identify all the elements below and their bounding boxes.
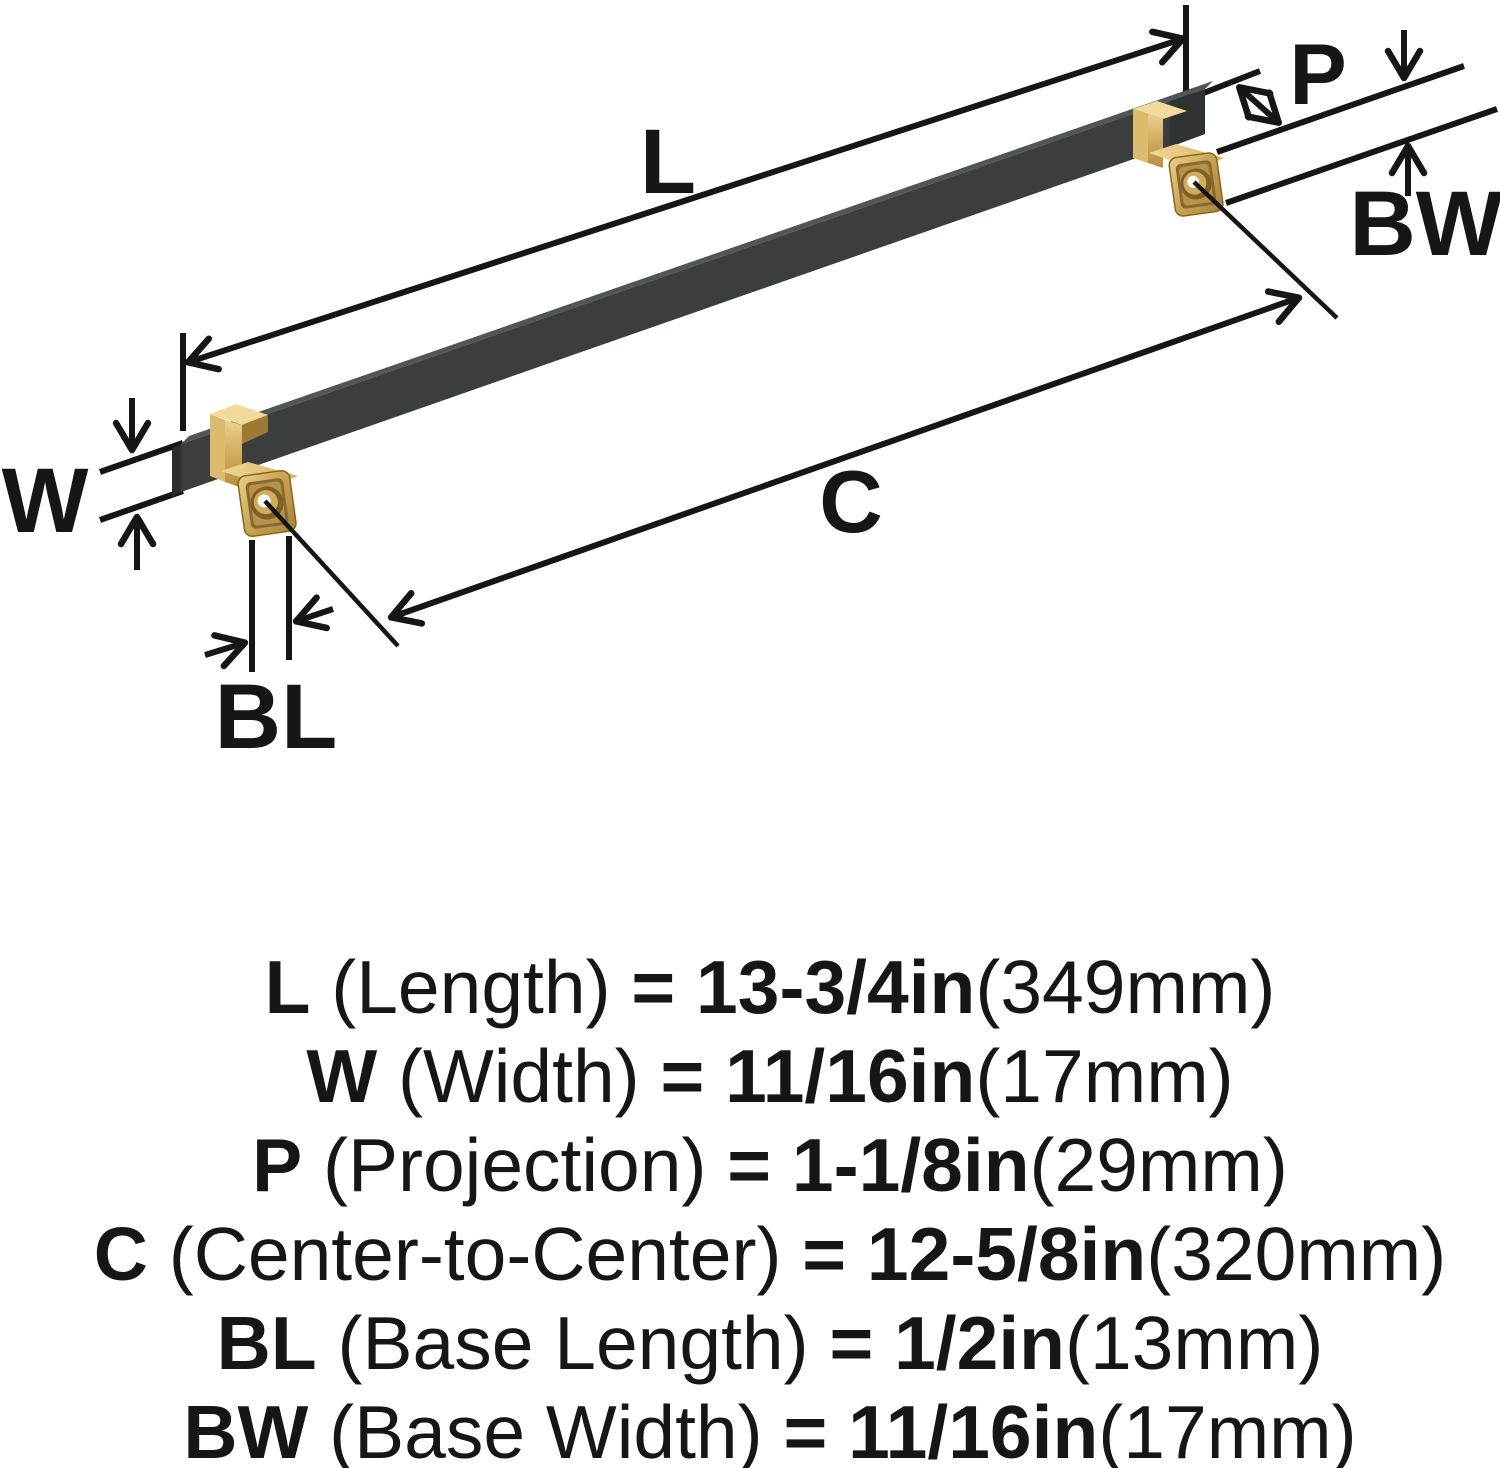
spec-value: = 11/16in xyxy=(660,1034,975,1118)
spec-line-projection: P (Projection) = 1-1/8in(29mm) xyxy=(252,1123,1288,1207)
label-width: W xyxy=(2,450,89,552)
spec-metric: (17mm) xyxy=(975,1034,1233,1118)
label-center-to-center: C xyxy=(819,452,883,551)
bl-arrow-right xyxy=(204,632,249,670)
c-dim-line xyxy=(387,288,1303,627)
spec-symbol: C xyxy=(94,1212,148,1296)
spec-line-base-length: BL (Base Length) = 1/2in(13mm) xyxy=(217,1301,1324,1385)
right-post-front-face xyxy=(1148,114,1163,168)
left-post-side-face xyxy=(210,414,225,482)
c-extension-right xyxy=(1192,180,1339,320)
spec-line-center-to-center: C (Center-to-Center) = 12-5/8in(320mm) xyxy=(94,1212,1447,1296)
spec-symbol: BW xyxy=(183,1390,308,1468)
spec-value: = 12-5/8in xyxy=(802,1212,1146,1296)
left-post-front-face xyxy=(225,420,242,488)
dim-projection xyxy=(1194,68,1282,126)
bl-arrow-left xyxy=(292,594,334,632)
label-length: L xyxy=(640,111,696,213)
left-post-top-face xyxy=(210,404,268,425)
dim-center-to-center xyxy=(263,180,1339,648)
dim-base-length xyxy=(204,536,334,672)
bw-line-bottom xyxy=(1225,106,1498,206)
label-base-width: BW xyxy=(1349,173,1500,275)
spec-value: = 13-3/4in xyxy=(631,945,975,1029)
spec-name: (Base Length) xyxy=(317,1301,830,1385)
spec-metric: (13mm) xyxy=(1065,1301,1323,1385)
spec-line-length: L (Length) = 13-3/4in(349mm) xyxy=(265,945,1276,1029)
spec-metric: (320mm) xyxy=(1146,1212,1446,1296)
spec-symbol: BL xyxy=(217,1301,317,1385)
p-double-arrow xyxy=(1236,84,1282,126)
w-line-top xyxy=(99,440,184,475)
spec-symbol: P xyxy=(252,1123,302,1207)
spec-name: (Projection) xyxy=(302,1123,727,1207)
spec-value: = 11/16in xyxy=(783,1390,1098,1468)
spec-metric: (349mm) xyxy=(975,945,1275,1029)
spec-line-base-width: BW (Base Width) = 11/16in(17mm) xyxy=(183,1390,1356,1468)
l-dim-line xyxy=(184,28,1187,373)
dimension-lines xyxy=(99,5,1498,672)
spec-name: (Center-to-Center) xyxy=(148,1212,802,1296)
spec-metric: (17mm) xyxy=(1098,1390,1356,1468)
spec-metric: (29mm) xyxy=(1030,1123,1288,1207)
bar-end-face-left xyxy=(172,444,181,497)
right-post-side-face xyxy=(1133,109,1148,163)
dimension-labels: L W P C BL BW xyxy=(2,27,1500,768)
label-projection: P xyxy=(1289,27,1346,123)
spec-block: L (Length) = 13-3/4in(349mm) W (Width) =… xyxy=(94,945,1447,1468)
spec-line-width: W (Width) = 11/16in(17mm) xyxy=(306,1034,1233,1118)
bar-top-face xyxy=(181,81,1213,444)
spec-name: (Length) xyxy=(310,945,631,1029)
spec-value: = 1-1/8in xyxy=(727,1123,1029,1207)
p-surface-line xyxy=(1194,68,1262,99)
spec-name: (Base Width) xyxy=(308,1390,783,1468)
spec-symbol: L xyxy=(265,945,311,1029)
w-line-bottom xyxy=(99,488,184,523)
dim-width xyxy=(99,398,184,570)
dim-base-width xyxy=(1216,30,1498,206)
spec-name: (Width) xyxy=(377,1034,660,1118)
right-post-top-face xyxy=(1133,101,1187,119)
bar-end-face-right xyxy=(1170,89,1205,147)
spec-value: = 1/2in xyxy=(829,1301,1065,1385)
label-base-length: BL xyxy=(215,666,338,768)
spec-symbol: W xyxy=(306,1034,377,1118)
dim-length xyxy=(180,5,1189,431)
c-extension-left xyxy=(263,499,400,648)
left-post-shade xyxy=(242,415,268,444)
